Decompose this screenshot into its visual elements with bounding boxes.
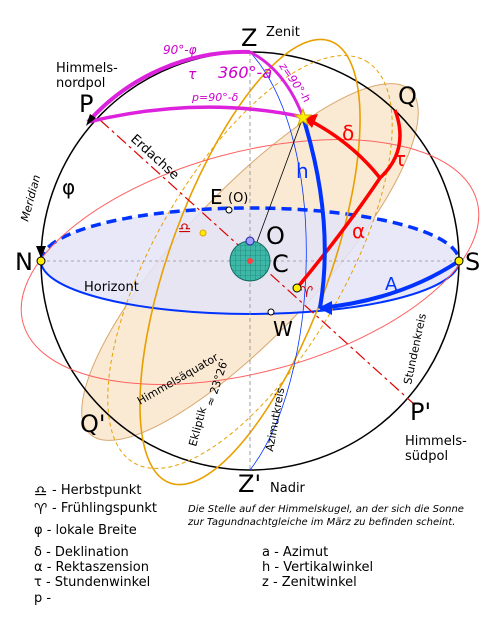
east-sub-label: (O) bbox=[228, 191, 248, 206]
legend-delta: δ - Deklination bbox=[34, 545, 129, 560]
legend-alpha: α - Rektaszension bbox=[34, 560, 149, 575]
south-pole-name-2: südpol bbox=[405, 449, 448, 464]
libra-symbol: ♎ bbox=[178, 219, 191, 237]
magenta-arc-zenith-star bbox=[249, 50, 305, 118]
note-line-1: Die Stelle auf der Himmelskugel, an der … bbox=[188, 504, 464, 515]
north-pole-label: P bbox=[79, 90, 93, 118]
360-minus-a: 360°-a bbox=[218, 63, 272, 82]
west-label: W bbox=[273, 317, 293, 341]
south-pole-label: P' bbox=[410, 398, 431, 426]
ninety-minus-phi: 90°-φ bbox=[163, 43, 197, 57]
declination-arc bbox=[378, 109, 402, 180]
azimuth-angle: A bbox=[385, 274, 398, 295]
delta-angle: δ bbox=[342, 121, 354, 145]
north-point bbox=[36, 256, 46, 266]
magenta-arc-pole-zenith bbox=[86, 49, 251, 124]
libra-point bbox=[199, 229, 207, 237]
nadir-label: Z' bbox=[238, 470, 261, 498]
zenith-label: Z bbox=[241, 24, 257, 52]
legend-aries-symbol: ♈ bbox=[34, 500, 47, 518]
blue-arrowhead bbox=[318, 301, 332, 315]
nadir-name: Nadir bbox=[270, 481, 306, 496]
meridian-arrowhead bbox=[36, 246, 46, 258]
earth-center bbox=[247, 258, 253, 264]
legend-herbstpunkt: - Herbstpunkt bbox=[52, 483, 141, 498]
altitude-arc bbox=[301, 116, 327, 309]
legend-tau: τ - Stundenwinkel bbox=[34, 575, 150, 590]
earth-axis-label: Erdachse bbox=[127, 132, 181, 183]
magenta-arc-pole-star bbox=[87, 105, 304, 124]
legend-phi: φ - lokale Breite bbox=[34, 523, 137, 538]
south-label: S bbox=[465, 248, 480, 276]
center-label: C bbox=[272, 250, 289, 278]
legend-p: p - bbox=[34, 591, 51, 606]
legend-a: a - Azimut bbox=[262, 545, 328, 560]
observer-point bbox=[245, 236, 255, 246]
observer-star-line bbox=[249, 116, 304, 262]
east-point bbox=[225, 206, 233, 214]
tau-angle: τ bbox=[394, 147, 406, 171]
hour-angle-arc bbox=[295, 177, 382, 290]
south-point bbox=[454, 256, 464, 266]
p-equation: p=90°-δ bbox=[191, 91, 239, 104]
west-point bbox=[267, 308, 275, 316]
legend-h: h - Vertikalwinkel bbox=[262, 560, 373, 575]
meridian-label: Meridian bbox=[18, 173, 43, 222]
sun-star bbox=[293, 107, 313, 127]
azimuth-circle bbox=[249, 51, 307, 471]
azimuth-arc bbox=[319, 259, 461, 310]
zenith-name: Zenit bbox=[266, 25, 300, 40]
north-pole-name-1: Himmels- bbox=[56, 61, 118, 76]
east-label: E bbox=[210, 185, 223, 209]
h-angle: h bbox=[296, 159, 309, 183]
ecliptic-back bbox=[107, 55, 393, 469]
azimuth-circle-label: Azimutkreis bbox=[263, 386, 287, 452]
observer-label: O bbox=[266, 222, 285, 250]
hour-circle bbox=[20, 139, 480, 385]
tau-top: τ bbox=[188, 67, 197, 83]
south-pole-name-1: Himmels- bbox=[405, 434, 467, 449]
legend-z: z - Zenitwinkel bbox=[262, 575, 357, 590]
note-line-2: zur Tagundnachtgleiche im März zu befind… bbox=[187, 517, 455, 528]
north-pole-name-2: nordpol bbox=[56, 76, 105, 91]
q-label: Q bbox=[398, 82, 417, 110]
horizon-label: Horizont bbox=[84, 280, 139, 295]
alpha-angle: α bbox=[352, 219, 365, 243]
aries-symbol: ♈ bbox=[300, 283, 313, 301]
pole-arrowhead bbox=[86, 114, 96, 126]
ecliptic-label: Ekliptik bbox=[186, 405, 209, 448]
ecliptic-circle bbox=[139, 38, 361, 486]
aries-point bbox=[292, 283, 302, 293]
legend-libra-symbol: ♎ bbox=[34, 482, 47, 500]
north-label: N bbox=[15, 248, 33, 276]
phi-angle: φ bbox=[62, 175, 75, 199]
q-prime-label: Q' bbox=[80, 410, 106, 438]
legend-fruehlingspunkt: - Frühlingspunkt bbox=[52, 501, 157, 516]
